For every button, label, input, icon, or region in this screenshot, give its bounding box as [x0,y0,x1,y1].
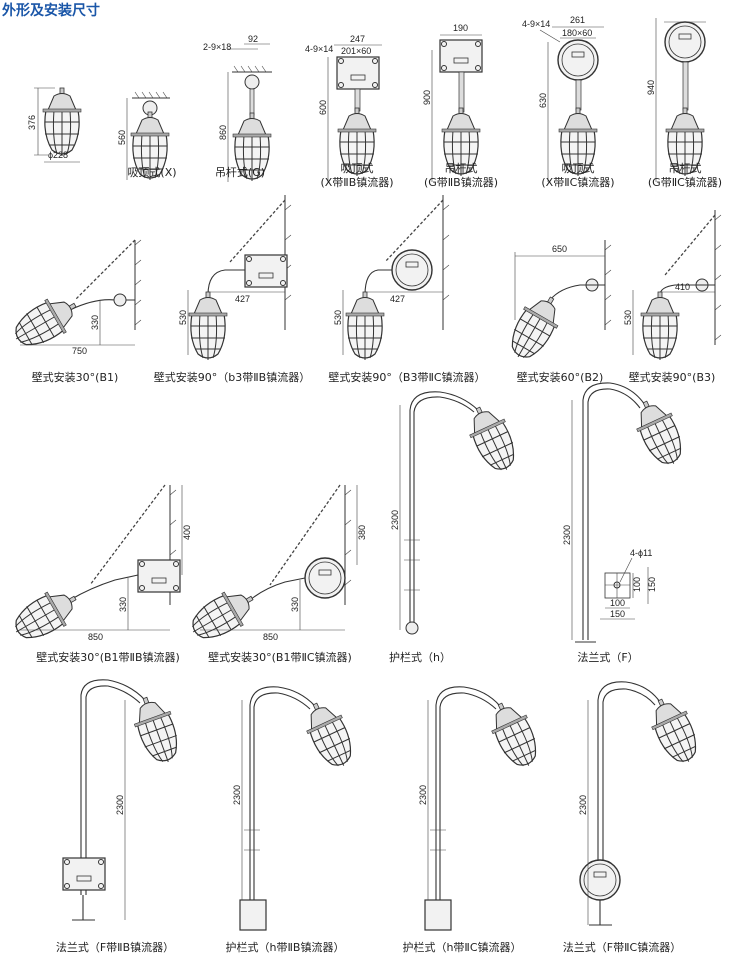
page-title: 外形及安装尺寸 [2,2,100,18]
dim-length: 410 [675,282,690,292]
caption-line1: 吊杆式 [445,161,478,175]
dim-hole-spacing: 201×60 [341,46,371,56]
fixture-pendant-g: 2-9×18 92 860 吊杆式(G) [203,34,272,182]
fixture-wall-90-b3: 410 530 壁式安装90°(B3) [623,210,722,384]
caption-line1: 吸顶式 [562,162,595,175]
fixture-flange-f: 2300 4-ϕ11 100 150 100 150 法兰式（F） [562,382,692,664]
caption: 壁式安装30°(B1) [32,370,119,384]
dim-height: 2300 [115,795,125,815]
fixture-wall-60-b2: 650 壁式安装60°(B2) [500,240,612,384]
caption-line2: (X带ⅡC镇流器) [541,175,614,189]
dim-height: 860 [218,125,228,140]
dim-holes: 4-9×14 [522,19,550,29]
dim-height: 530 [178,310,188,325]
caption: 法兰式（F带ⅡB镇流器） [56,940,174,954]
dim-width: 92 [248,34,258,44]
dim-height: 630 [538,93,548,108]
dim-height: 2300 [578,795,588,815]
dim-height: 330 [290,597,300,612]
dim-diameter: ϕ228 [48,150,68,160]
dim-hole-spacing-v: 100 [632,577,642,592]
fixture-wall-90-b3-iic: 427 530 壁式安装90°（B3带ⅡC镇流器） [328,195,486,384]
dim-plate-width: 150 [610,609,625,619]
caption: 壁式安装30°(B1带ⅡB镇流器) [36,650,180,664]
caption-line1: 吊杆式 [669,161,702,175]
caption: 护栏式（h带ⅡC镇流器） [402,940,521,954]
caption-line1: 吸顶式 [341,162,374,175]
dim-length: 850 [263,632,278,642]
fixture-wall-90-b3-iib: 427 530 壁式安装90°（b3带ⅡB镇流器） [154,195,310,384]
fixture-guardrail-h-iib: 2300 护栏式（h带ⅡB镇流器） [226,686,362,954]
caption: 壁式安装90°(B3) [629,370,716,384]
fixture-guardrail-h: 2300 护栏式（h） [389,391,525,664]
fixture-wall-30-b1: 330 750 壁式安装30°(B1) [6,239,142,384]
caption: 护栏式（h带ⅡB镇流器） [226,940,345,954]
caption: 壁式安装60°(B2) [517,370,604,384]
dim-wall-height: 400 [182,525,192,540]
dim-width: 190 [453,23,468,33]
dim-height: 330 [90,315,100,330]
dim-length: 750 [72,346,87,356]
dim-hole-spacing-h: 100 [610,598,625,608]
dim-length: 427 [390,294,405,304]
fixture-standalone: 376 ϕ228 [27,87,82,163]
fixture-wall-30-b1-iib: 400 330 850 壁式安装30°(B1带ⅡB镇流器) [6,484,192,664]
dim-height: 2300 [390,510,400,530]
dim-height: 940 [646,80,656,95]
dim-height: 330 [118,597,128,612]
dim-length: 427 [235,294,250,304]
fixture-ceiling-x-iib: 247 4-9×14 201×60 600 吸顶式 (X带ⅡB镇流器) [305,34,394,189]
dim-height: 2300 [232,785,242,805]
dim-height: 560 [117,130,127,145]
caption: 壁式安装90°（b3带ⅡB镇流器） [154,370,310,384]
caption: 法兰式（F带ⅡC镇流器） [563,940,681,954]
fixture-pendant-g-iic: 940 吊杆式 (G带ⅡC镇流器) [646,18,722,189]
dim-height: 600 [318,100,328,115]
fixture-guardrail-h-iic: 2300 护栏式（h带ⅡC镇流器） [402,686,547,954]
fixture-ceiling-x-iic: 261 4-9×14 180×60 630 吸顶式 (X带ⅡC镇流器) [522,15,615,189]
fixture-flange-f-iib: 2300 法兰式（F带ⅡB镇流器） [56,679,187,954]
caption: 吸顶式(X) [127,166,176,179]
dim-wall-height: 380 [357,525,367,540]
dim-length: 650 [552,244,567,254]
dim-width: 261 [570,15,585,25]
dim-height: 2300 [562,525,572,545]
caption: 吊杆式(G) [215,165,265,179]
fixture-wall-30-b1-iic: 380 330 850 壁式安装30°(B1带ⅡC镇流器) [183,484,367,664]
fixture-pendant-g-iib: 190 900 吊杆式 (G带ⅡB镇流器) [422,23,498,189]
dim-width: 247 [350,34,365,44]
caption: 法兰式（F） [577,650,638,664]
dim-height: 530 [623,310,633,325]
caption-line2: (G带ⅡB镇流器) [424,175,498,189]
dim-plate-height: 150 [647,577,657,592]
fixture-flange-f-iic: 2300 法兰式（F带ⅡC镇流器） [563,681,707,954]
caption: 护栏式（h） [389,650,451,664]
dim-height: 2300 [418,785,428,805]
caption: 壁式安装30°(B1带ⅡC镇流器) [208,650,352,664]
dim-height: 530 [333,310,343,325]
dim-hole-spacing: 180×60 [562,28,592,38]
dim-holes: 4-9×14 [305,44,333,54]
dim-height: 376 [27,115,37,130]
dim-height: 900 [422,90,432,105]
dim-holes: 2-9×18 [203,42,231,52]
caption-line2: (X带ⅡB镇流器) [320,175,393,189]
dim-holes: 4-ϕ11 [630,548,652,558]
dim-length: 850 [88,632,103,642]
caption-line2: (G带ⅡC镇流器) [648,175,722,189]
fixture-ceiling-x: 560 吸顶式(X) [117,91,177,181]
caption: 壁式安装90°（B3带ⅡC镇流器） [328,370,485,384]
